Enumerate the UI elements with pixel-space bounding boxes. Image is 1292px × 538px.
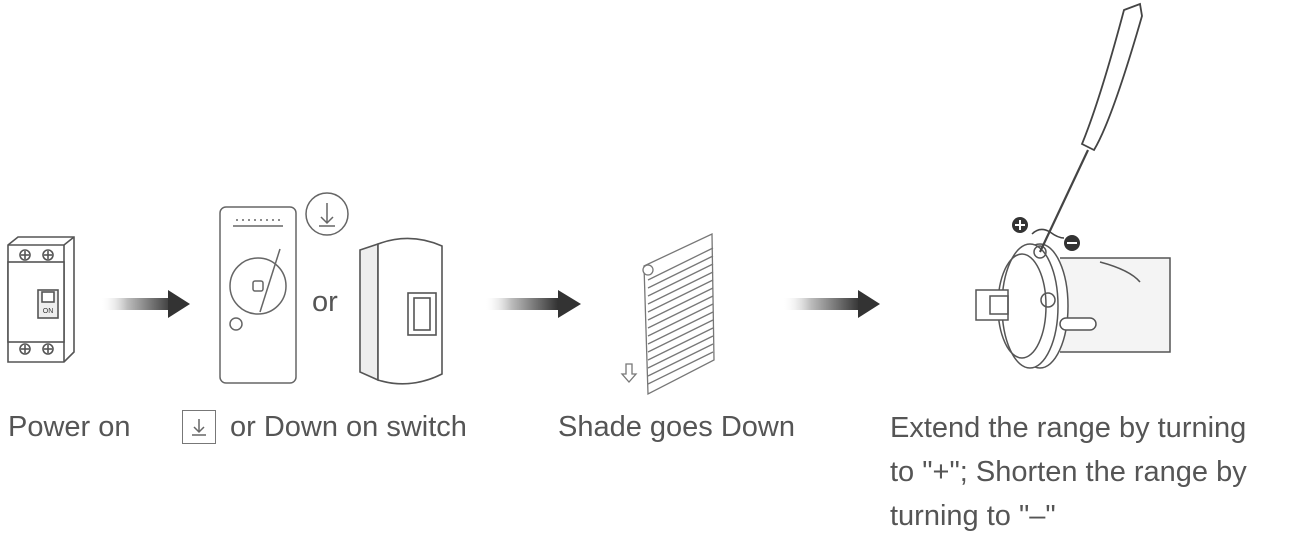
caption-extend-range: Extend the range by turning to "+"; Shor… [890, 406, 1292, 538]
minus-icon [1064, 235, 1080, 251]
caption-remote: or Down on switch [182, 410, 467, 445]
caption-power-on: Power on [8, 411, 131, 443]
down-arrow-box-icon [182, 410, 216, 445]
flow-arrow-3 [784, 290, 880, 318]
rotation-arrows [1031, 228, 1065, 239]
wall-switch [359, 237, 443, 385]
flow-arrow-1 [102, 290, 190, 318]
roller-shade [620, 232, 715, 396]
breaker-on-label: ON [43, 308, 54, 315]
flow-arrow-2 [486, 290, 581, 318]
caption-extend-line-3: turning to "–" [890, 500, 1056, 532]
circuit-breaker [7, 236, 75, 363]
screwdriver [1039, 2, 1143, 253]
caption-remote-text: or Down on switch [230, 411, 467, 443]
plus-icon [1012, 217, 1028, 233]
or-label: or [312, 286, 338, 318]
caption-extend-line-2: to "+"; Shorten the range by [890, 456, 1247, 488]
caption-shade-down: Shade goes Down [558, 411, 795, 443]
motor-head [975, 243, 1171, 369]
remote-control [219, 192, 349, 384]
down-arrow-icon [620, 363, 638, 383]
caption-extend-line-1: Extend the range by turning [890, 412, 1247, 444]
